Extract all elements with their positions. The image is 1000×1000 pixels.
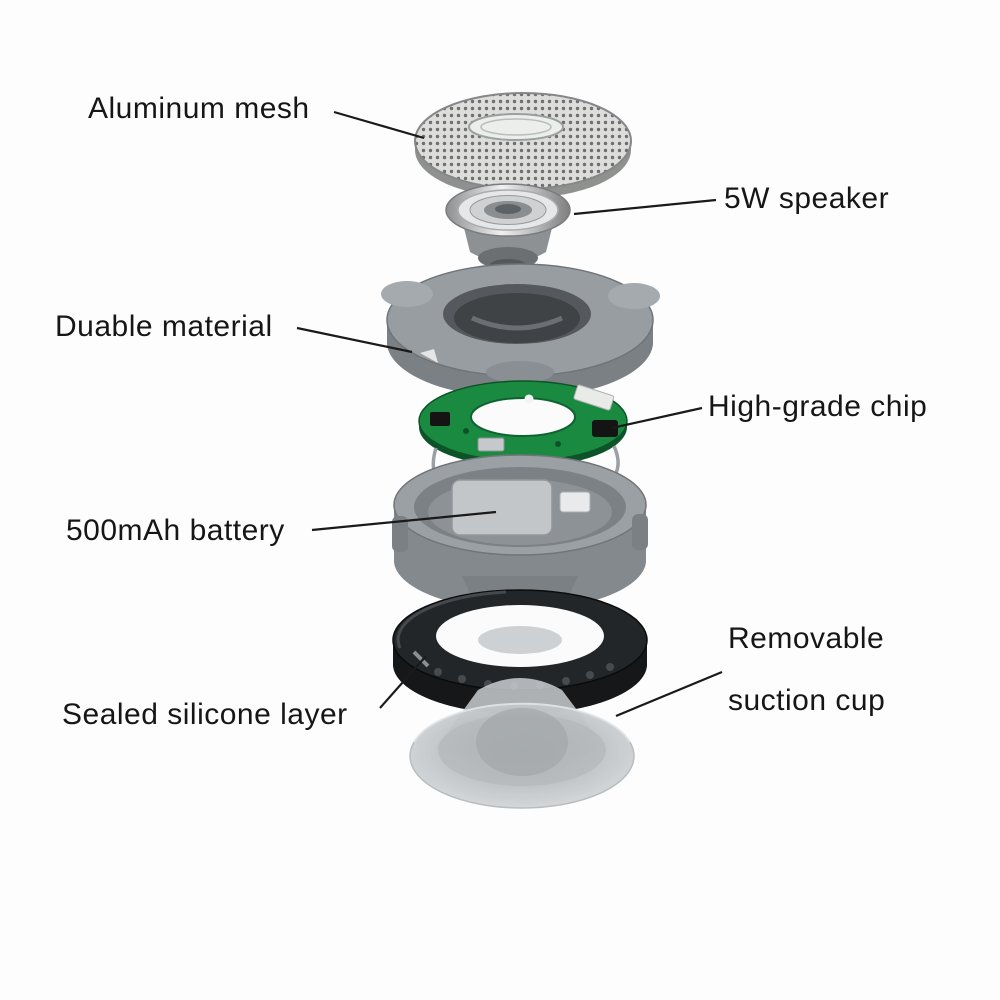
circuit-board-part: [418, 380, 628, 467]
label-suction-cup-line1: Removable: [728, 622, 885, 655]
leader-line-durable-material: [296, 326, 413, 354]
housing-ring-part: [381, 263, 660, 398]
silicone-ring-part: [392, 589, 648, 714]
leader-line-aluminum-mesh: [333, 110, 425, 140]
leader-line-suction-cup: [615, 670, 723, 718]
label-silicone-layer: Sealed silicone layer: [62, 698, 348, 731]
label-speaker: 5W speaker: [724, 182, 890, 215]
leader-lines: [296, 110, 723, 718]
suction-cup-part: [409, 678, 635, 809]
label-suction-cup-line2: suction cup: [728, 684, 886, 717]
speaker-driver-part: [445, 183, 571, 273]
label-battery: 500mAh battery: [66, 514, 285, 547]
label-aluminum-mesh: Aluminum mesh: [88, 92, 310, 125]
label-durable-material: Duable material: [55, 310, 273, 343]
label-chip: High-grade chip: [708, 390, 928, 423]
battery-housing-part: [392, 454, 648, 610]
leader-line-silicone: [379, 655, 427, 709]
leader-line-chip: [611, 406, 703, 430]
leader-line-battery: [311, 510, 497, 532]
aluminum-mesh-part: [414, 92, 632, 198]
leader-line-speaker: [573, 198, 717, 216]
